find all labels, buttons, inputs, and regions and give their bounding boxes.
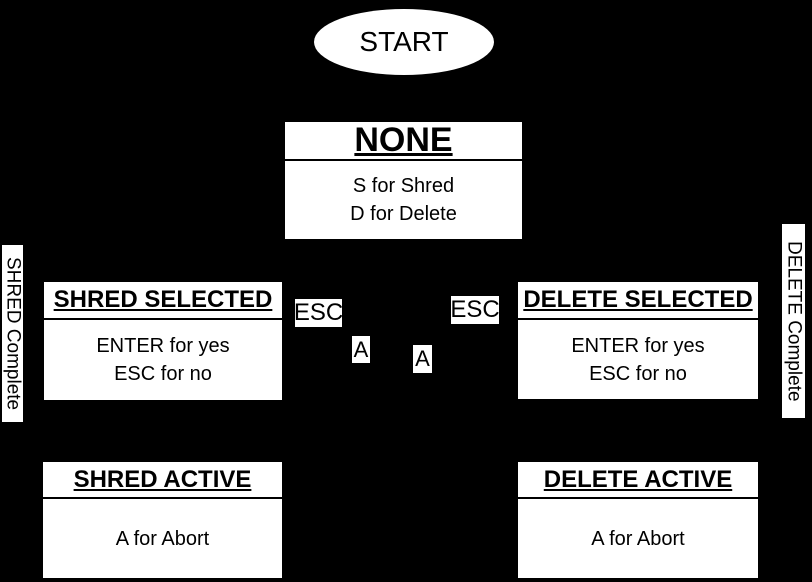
state-shred-selected-title: SHRED SELECTED: [44, 282, 282, 320]
state-delete-selected-line-1: ENTER for yes: [571, 334, 705, 357]
state-shred-active-title: SHRED ACTIVE: [43, 462, 282, 499]
edge-label-esc-right: ESC: [450, 296, 500, 324]
edge-label-esc-left: ESC: [293, 299, 344, 327]
state-delete-selected-line-2: ESC for no: [589, 362, 687, 385]
state-delete-active-title: DELETE ACTIVE: [518, 462, 758, 499]
start-node-label: START: [359, 26, 449, 57]
state-none-line-1: S for Shred: [352, 175, 455, 197]
state-shred-selected: SHRED SELECTED ENTER for yes ESC for no: [44, 282, 282, 400]
state-shred-active-body: A for Abort: [43, 499, 282, 578]
state-delete-selected: DELETE SELECTED ENTER for yes ESC for no: [518, 282, 758, 399]
state-delete-active-body: A for Abort: [518, 499, 758, 578]
edge-label-abort-left: A: [352, 336, 370, 363]
state-none-line-2: D for Delete: [350, 203, 457, 225]
state-none-title: NONE: [285, 121, 522, 161]
state-none: NONE S for Shred D for Delete: [285, 121, 522, 239]
state-shred-active-line-1: A for Abort: [115, 527, 210, 550]
state-none-body: S for Shred D for Delete: [285, 161, 522, 239]
state-shred-active: SHRED ACTIVE A for Abort: [43, 462, 282, 578]
edge-label-abort-right: A: [413, 345, 432, 373]
edge-label-delete-complete: DELETE Complete: [782, 224, 805, 418]
state-shred-selected-line-1: ENTER for yes: [96, 335, 230, 357]
state-shred-selected-line-2: ESC for no: [114, 363, 212, 385]
state-shred-selected-body: ENTER for yes ESC for no: [44, 320, 282, 400]
state-delete-selected-body: ENTER for yes ESC for no: [518, 320, 758, 399]
state-delete-active: DELETE ACTIVE A for Abort: [518, 462, 758, 578]
state-delete-active-line-1: A for Abort: [591, 527, 685, 550]
edge-label-shred-complete: SHRED Complete: [2, 245, 24, 422]
start-node: START: [314, 9, 494, 75]
state-delete-selected-title: DELETE SELECTED: [518, 282, 758, 320]
